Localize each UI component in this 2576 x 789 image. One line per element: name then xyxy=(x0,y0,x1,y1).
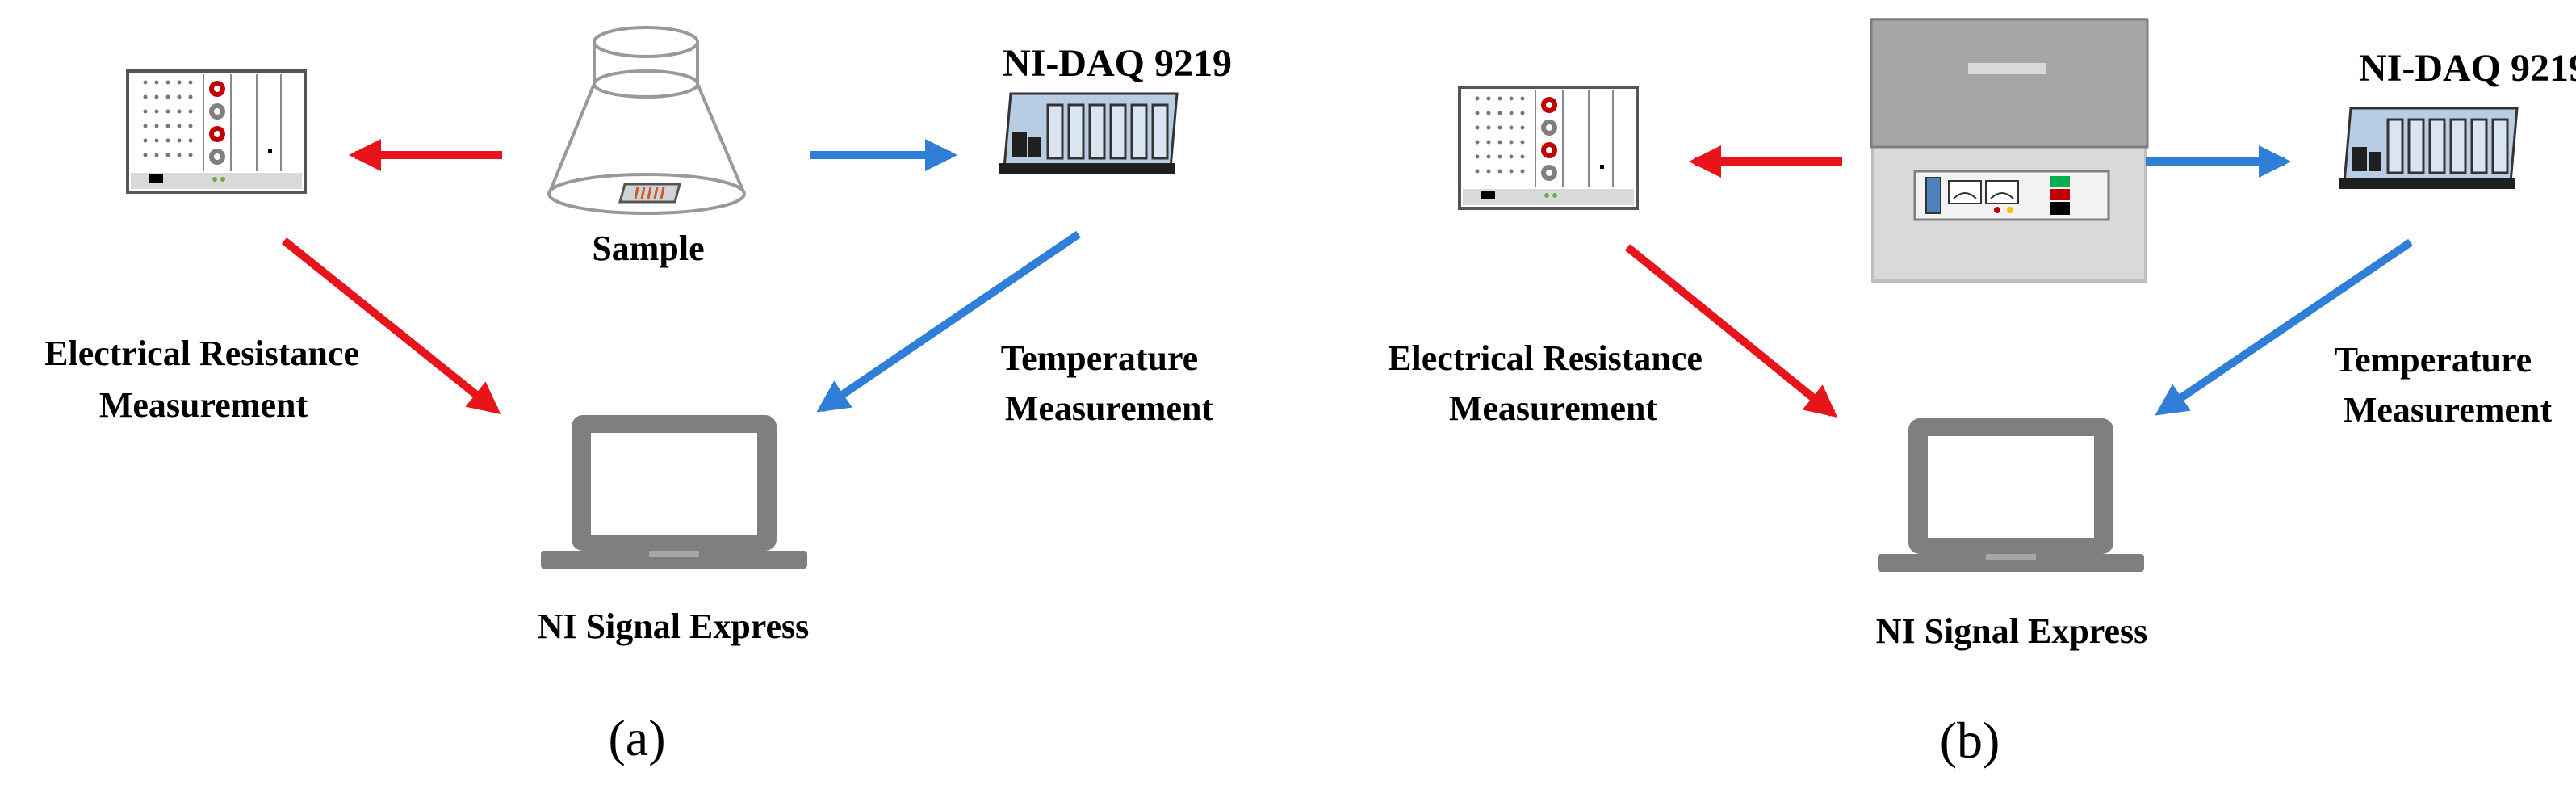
temperature-label-line1: Temperature xyxy=(1001,338,1198,378)
temperature-label-line2: Measurement xyxy=(1005,388,1214,428)
arrow-meter-to-laptop xyxy=(281,237,501,415)
furnace-icon xyxy=(1870,18,2149,283)
resistance-label-line2: Measurement xyxy=(99,385,308,425)
resistance-label-line1: Electrical Resistance xyxy=(1388,338,1703,378)
sample-chamber-icon xyxy=(547,26,746,215)
temperature-label-line1: Temperature xyxy=(2335,340,2532,380)
arrow-daq-to-laptop xyxy=(816,230,1081,413)
panel-caption: (a) xyxy=(608,709,665,766)
resistance-meter-icon xyxy=(126,69,307,194)
daq-module-icon xyxy=(2338,107,2519,191)
panel-a: Sample NI-DAQ 9219 Electrical Resistance… xyxy=(44,26,1232,766)
laptop-label: NI Signal Express xyxy=(1876,611,2148,651)
resistance-label-line1: Electrical Resistance xyxy=(44,334,359,373)
panel-caption: (b) xyxy=(1940,711,2000,769)
daq-label: NI-DAQ 9219 xyxy=(2359,47,2576,90)
laptop-icon xyxy=(541,415,807,569)
arrow-daq-to-laptop xyxy=(2155,238,2413,416)
laptop-icon xyxy=(1878,418,2144,572)
resistance-label-line2: Measurement xyxy=(1449,388,1658,428)
daq-module-icon xyxy=(998,92,1179,176)
resistance-meter-icon xyxy=(1458,86,1639,210)
temperature-label-line2: Measurement xyxy=(2344,390,2553,430)
laptop-label: NI Signal Express xyxy=(538,606,810,646)
sample-label: Sample xyxy=(592,229,704,268)
arrow-meter-to-laptop xyxy=(1624,244,1838,418)
panel-b: NI-DAQ 9219 Electrical Resistance Measur… xyxy=(1388,18,2576,769)
daq-label: NI-DAQ 9219 xyxy=(1003,42,1232,85)
